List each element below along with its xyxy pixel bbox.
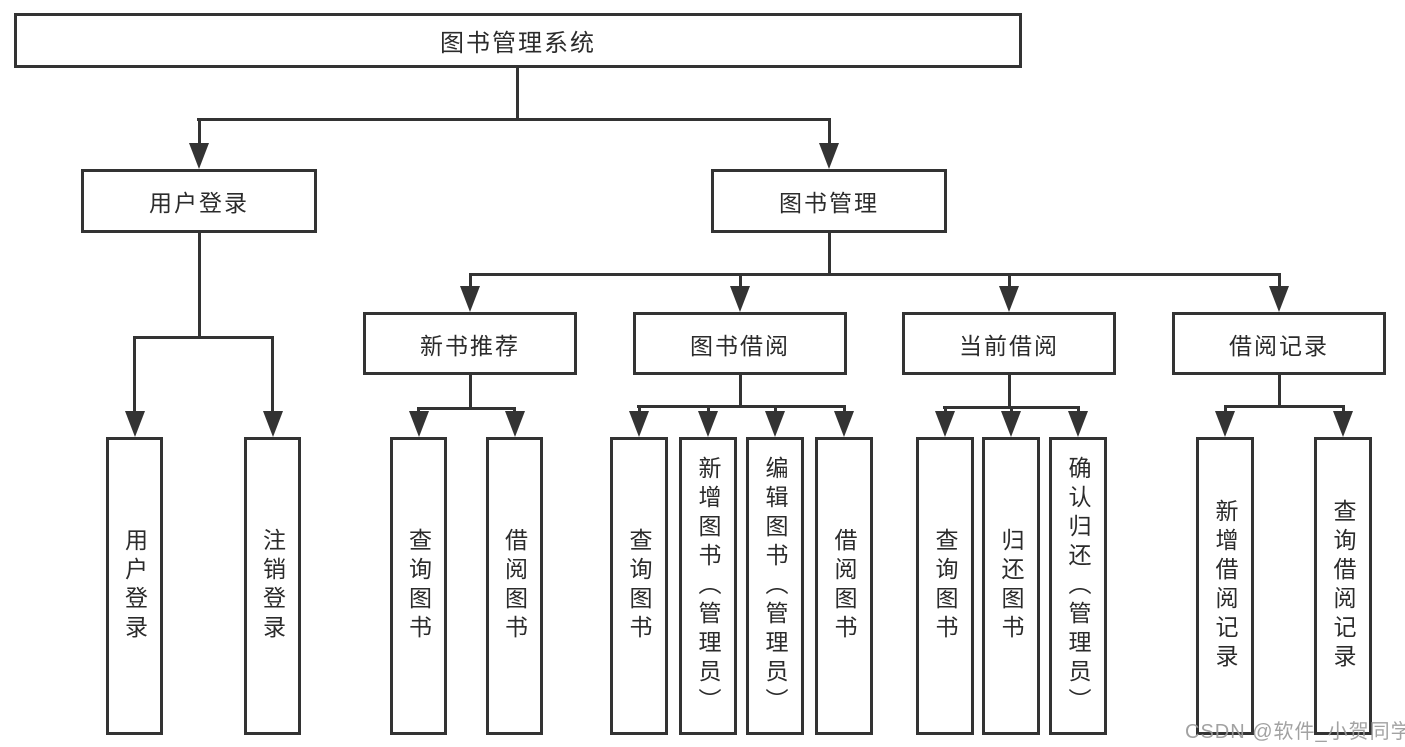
connector-current-borrow-drop [1007, 273, 1011, 286]
node-book-management: 图书管理 [711, 169, 947, 233]
arrowhead-down-query-books-b [408, 411, 429, 437]
node-library-management-system: 图书管理系统 [14, 13, 1022, 68]
connector-leaf-query-books-b-drop [417, 407, 420, 411]
connector-leaf-borrow-books-b-drop [513, 407, 516, 411]
node-current-borrow: 当前借阅 [902, 312, 1116, 375]
arrowhead-down-book-borrow [730, 286, 750, 312]
leaf-add-borrow-record: 新增借阅记录 [1196, 437, 1254, 735]
leaf-add-books-admin: 新增图书（管理员） [679, 437, 737, 735]
arrowhead-down-borrow-records [1269, 286, 1289, 312]
connector-book-borrow-stem [738, 375, 742, 405]
connector-leaf-logout-drop [271, 336, 274, 411]
node-new-book-recommend: 新书推荐 [363, 312, 577, 375]
connector-book-borrow-rail [637, 405, 846, 408]
connector-current-borrow-stem [1007, 375, 1011, 406]
connector-level2-rail [197, 118, 830, 121]
connector-new-book-drop [468, 273, 472, 286]
arrowhead-down-add-record [1215, 411, 1235, 437]
connector-leaf-query-books-d-drop [943, 406, 947, 411]
arrowhead-down-leaf-login [124, 411, 145, 437]
connector-new-book-stem [468, 375, 472, 407]
connector-borrow-records-rail [1223, 405, 1345, 408]
arrowhead-down-borrow-books-b [504, 411, 525, 437]
connector-root-stem [516, 68, 519, 118]
arrowhead-down-current-borrow [999, 286, 1019, 312]
leaf-query-books-borrow: 查询图书 [610, 437, 668, 735]
connector-leaf-borrow-books-c-drop [842, 405, 846, 411]
connector-borrow-records-stem [1277, 375, 1281, 405]
connector-book-management-drop [827, 118, 831, 143]
node-borrow-records: 借阅记录 [1172, 312, 1386, 375]
connector-user-login-drop [197, 118, 201, 143]
connector-book-management-stem [827, 233, 831, 273]
arrowhead-down-book-management [819, 143, 839, 169]
leaf-query-borrow-record: 查询借阅记录 [1314, 437, 1372, 735]
arrowhead-down-query-books-d [935, 411, 955, 437]
connector-leaf-add-books-drop [706, 405, 710, 411]
leaf-confirm-return-admin: 确认归还（管理员） [1049, 437, 1107, 735]
arrowhead-down-leaf-logout [262, 411, 283, 437]
connector-leaf-confirm-return-drop [1076, 406, 1080, 411]
arrowhead-down-return-books [1001, 411, 1021, 437]
csdn-watermark: CSDN @软件_小贺同学 [1185, 721, 1405, 743]
connector-leaf-query-books-c-drop [637, 405, 641, 411]
leaf-query-books-recommend: 查询图书 [390, 437, 447, 735]
connector-leaf-query-record-drop [1341, 405, 1345, 411]
connector-new-book-rail [417, 407, 516, 410]
arrowhead-down-new-book [460, 286, 480, 312]
arrowhead-down-confirm-return [1068, 411, 1088, 437]
connector-leaf-login-drop [133, 336, 136, 411]
leaf-return-books: 归还图书 [982, 437, 1040, 735]
leaf-query-books-current: 查询图书 [916, 437, 974, 735]
connector-book-borrow-drop [738, 273, 742, 286]
node-book-borrow: 图书借阅 [633, 312, 847, 375]
arrowhead-down-borrow-books-c [834, 411, 854, 437]
arrowhead-down-user-login [189, 143, 209, 169]
connector-leaf-edit-books-drop [773, 405, 777, 411]
leaf-borrow-books-borrow: 借阅图书 [815, 437, 873, 735]
arrowhead-down-edit-books [765, 411, 785, 437]
leaf-logout: 注销登录 [244, 437, 301, 735]
connector-leaf-add-record-drop [1223, 405, 1227, 411]
connector-user-login-stem [197, 233, 201, 336]
connector-user-login-rail [133, 336, 274, 339]
leaf-borrow-books-recommend: 借阅图书 [486, 437, 543, 735]
connector-borrow-records-drop [1277, 273, 1281, 286]
leaf-edit-books-admin: 编辑图书（管理员） [746, 437, 804, 735]
connector-leaf-return-books-drop [1009, 406, 1013, 411]
node-user-login: 用户登录 [81, 169, 317, 233]
connector-level3-rail [469, 273, 1281, 276]
leaf-user-login: 用户登录 [106, 437, 163, 735]
arrowhead-down-query-books-c [629, 411, 649, 437]
arrowhead-down-query-record [1333, 411, 1353, 437]
arrowhead-down-add-books [698, 411, 718, 437]
